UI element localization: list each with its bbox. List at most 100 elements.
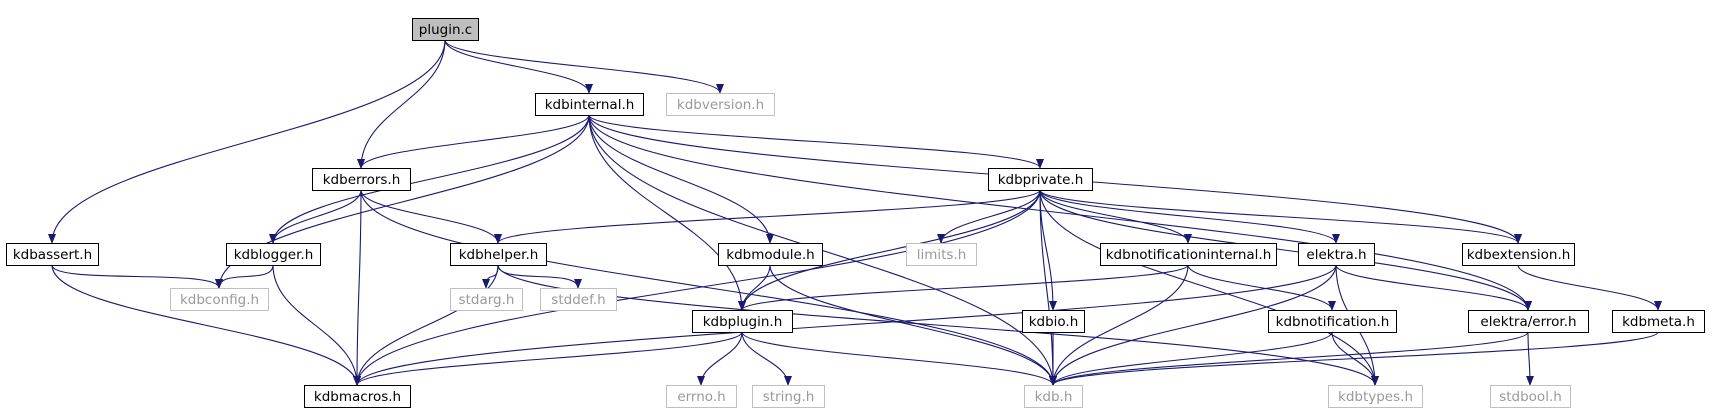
node-kdbassert-h[interactable]: kdbassert.h — [6, 243, 99, 266]
edge-plugin_c-to-kdberrors_h — [357, 39, 446, 169]
node-stdarg-h: stdarg.h — [450, 288, 523, 311]
edge-elektra_h-to-elektra_error_h — [1335, 264, 1532, 311]
edge-kdblogger_h-to-kdbconfig_h — [215, 264, 274, 289]
node-label: kdbtypes.h — [1338, 389, 1413, 405]
node-kdbconfig-h: kdbconfig.h — [170, 288, 269, 311]
node-kdbinternal-h[interactable]: kdbinternal.h — [535, 93, 644, 116]
edge-kdbhelper_h-to-stdarg_h — [482, 264, 499, 289]
node-kdbmacros-h[interactable]: kdbmacros.h — [304, 385, 411, 408]
node-kdbplugin-h[interactable]: kdbplugin.h — [692, 310, 793, 333]
node-box[interactable] — [1468, 310, 1589, 333]
node-label: kdblogger.h — [234, 247, 314, 263]
node-label: stdbool.h — [1499, 389, 1562, 405]
nodes-layer: plugin.c kdbinternal.h kdbversion.h kdberro… — [6, 18, 1705, 408]
edge-kdberrors_h-to-kdblogger_h — [269, 189, 362, 244]
node-box[interactable] — [1612, 310, 1705, 333]
node-elektra-error-h[interactable]: elektra/error.h — [1468, 310, 1589, 333]
node-label: stdarg.h — [459, 292, 515, 308]
edge-kdbprivate_h-to-kdbtypes_h — [1039, 189, 1379, 386]
node-kdbextension-h[interactable]: kdbextension.h — [1462, 243, 1575, 266]
node-box — [752, 385, 825, 408]
node-label: kdbprivate.h — [998, 172, 1084, 188]
node-label: limits.h — [917, 247, 967, 263]
node-label: plugin.c — [419, 22, 472, 38]
edge-kdbinternal_h-to-kdbmodule_h — [588, 114, 774, 244]
edge-kdbinternal_h-to-elektra_error_h — [588, 114, 1532, 311]
edge-kdbplugin_h-to-kdbmacros_h — [353, 331, 743, 386]
edge-kdbplugin_h-to-string_h — [741, 331, 792, 386]
node-box[interactable] — [450, 243, 547, 266]
edge-plugin_c-to-kdbversion_h — [444, 39, 724, 94]
edge-kdbhelper_h-to-stddef_h — [497, 264, 582, 289]
edge-kdbprivate_h-to-kdb_h — [1039, 189, 1057, 386]
node-label: kdbinternal.h — [545, 97, 635, 113]
node-kdbhelper-h[interactable]: kdbhelper.h — [450, 243, 547, 266]
node-box[interactable] — [1298, 243, 1375, 266]
node-label: kdbio.h — [1029, 314, 1079, 330]
node-box[interactable] — [535, 93, 644, 116]
node-box[interactable] — [1022, 310, 1085, 333]
node-kdbmeta-h[interactable]: kdbmeta.h — [1612, 310, 1705, 333]
node-label: kdbhelper.h — [459, 247, 539, 263]
node-kdbio-h[interactable]: kdbio.h — [1022, 310, 1085, 333]
edge-plugin_c-to-kdbinternal_h — [444, 39, 593, 94]
node-kdblogger-h[interactable]: kdblogger.h — [226, 243, 321, 266]
node-label: elektra.h — [1306, 247, 1366, 263]
node-kdbversion-h: kdbversion.h — [666, 93, 775, 116]
node-label: kdbnotificationinternal.h — [1106, 247, 1272, 263]
edge-kdbmeta_h-to-kdb_h — [1049, 331, 1659, 386]
edge-elektra_h-to-kdb_h — [1049, 264, 1337, 386]
edge-kdbprivate_h-to-elektra_error_h — [1039, 189, 1532, 311]
edge-kdbprivate_h-to-limits_h — [937, 189, 1041, 244]
edge-kdbprivate_h-to-kdbio_h — [1039, 189, 1057, 311]
edge-kdbprivate_h-to-kdbmacros_h — [353, 189, 1041, 386]
node-kdberrors-h[interactable]: kdberrors.h — [312, 168, 411, 191]
edge-kdbmodule_h-to-kdb_h — [769, 264, 1057, 386]
edge-kdbprivate_h-to-kdbhelper_h — [494, 189, 1041, 244]
node-kdbnotificationinternal-h[interactable]: kdbnotificationinternal.h — [1100, 243, 1277, 266]
node-box[interactable] — [1462, 243, 1575, 266]
edge-kdbnotification_h-to-kdb_h — [1049, 331, 1333, 386]
edge-kdbprivate_h-to-kdbextension_h — [1039, 189, 1522, 244]
node-kdbprivate-h[interactable]: kdbprivate.h — [988, 168, 1093, 191]
edge-kdblogger_h-to-kdbmacros_h — [272, 264, 361, 386]
node-box — [666, 385, 737, 408]
node-box[interactable] — [718, 243, 823, 266]
node-label: kdbmeta.h — [1622, 314, 1695, 330]
node-box[interactable] — [226, 243, 321, 266]
node-box — [450, 288, 523, 311]
edge-kdbinternal_h-to-kdblogger_h — [269, 114, 590, 244]
node-box[interactable] — [1100, 243, 1277, 266]
node-kdbnotification-h[interactable]: kdbnotification.h — [1268, 310, 1397, 333]
node-stdbool-h: stdbool.h — [1490, 385, 1571, 408]
edge-kdbextension_h-to-kdbmeta_h — [1517, 264, 1662, 311]
node-box[interactable] — [412, 18, 479, 41]
node-errno-h: errno.h — [666, 385, 737, 408]
node-box[interactable] — [988, 168, 1093, 191]
node-box[interactable] — [1268, 310, 1397, 333]
node-box[interactable] — [6, 243, 99, 266]
node-label: stddef.h — [551, 292, 605, 308]
edge-elektra_h-to-kdbmacros_h — [353, 264, 1337, 386]
edge-elektra_error_h-to-stdbool_h — [1525, 331, 1534, 386]
node-box[interactable] — [312, 168, 411, 191]
node-label: kdbconfig.h — [180, 292, 259, 308]
node-label: errno.h — [677, 389, 725, 405]
node-box — [666, 93, 775, 116]
edge-kdbplugin_h-to-kdb_h — [741, 331, 1057, 386]
node-box[interactable] — [304, 385, 411, 408]
node-box — [1490, 385, 1571, 408]
edges-layer — [48, 39, 1662, 386]
edge-plugin_c-to-kdbassert_h — [48, 39, 446, 244]
node-kdbmodule-h[interactable]: kdbmodule.h — [718, 243, 823, 266]
node-elektra-h[interactable]: elektra.h — [1298, 243, 1375, 266]
edge-kdbhelper_h-to-kdbtypes_h — [497, 264, 1379, 386]
node-box — [1024, 385, 1083, 408]
node-label: kdbmodule.h — [726, 247, 814, 263]
node-box[interactable] — [692, 310, 793, 333]
edge-kdbnotificationinternal_h-to-kdbnotification_h — [1187, 264, 1336, 311]
node-plugin-c[interactable]: plugin.c — [412, 18, 479, 41]
node-label: kdberrors.h — [323, 172, 401, 188]
node-box — [1328, 385, 1423, 408]
